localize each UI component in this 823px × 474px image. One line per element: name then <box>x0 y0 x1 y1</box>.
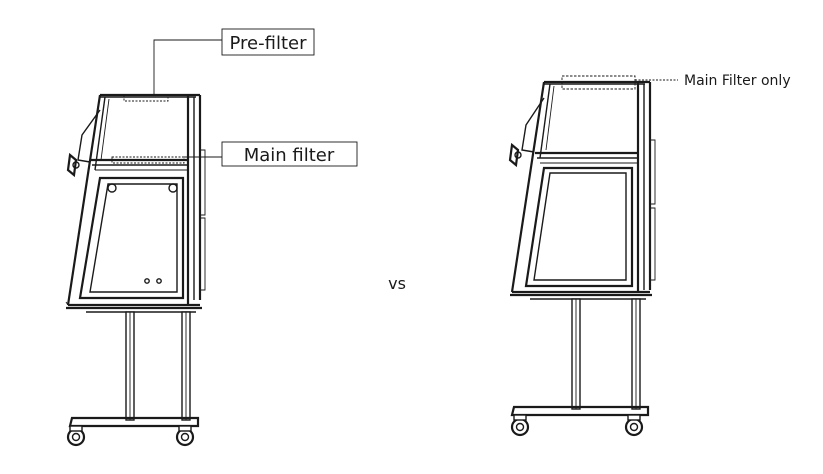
left-cabinet <box>65 93 206 447</box>
prefilter-callout: Pre-filter <box>153 28 315 95</box>
prefilter-label-box <box>221 28 315 56</box>
mainfilter-only-marker <box>561 75 636 90</box>
mainfilter-marker <box>111 156 185 164</box>
mainfilter-label-box <box>221 141 358 167</box>
mainfilter-label: Main filter <box>244 145 335 166</box>
mainfilter-only-label: Main Filter only <box>684 73 791 89</box>
prefilter-marker <box>123 94 169 102</box>
vs-label: vs <box>388 274 406 293</box>
mainfilter-only-callout: Main Filter only <box>635 73 791 89</box>
mainfilter-callout: Main filter <box>184 141 358 167</box>
prefilter-label: Pre-filter <box>230 33 308 54</box>
right-cabinet <box>508 75 656 437</box>
